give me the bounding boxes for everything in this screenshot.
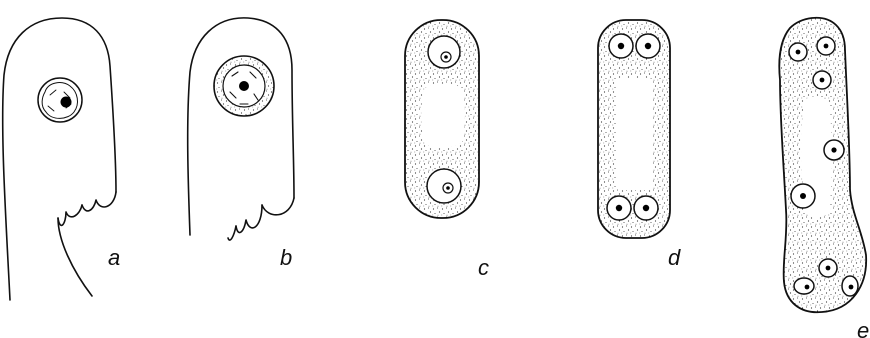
panel-c-label: c xyxy=(478,255,489,280)
panel-d: d xyxy=(598,20,681,270)
panel-d-nucleolus-4 xyxy=(643,205,649,211)
panel-d-nucleolus-1 xyxy=(618,43,624,49)
panel-c-nucleolus-bottom xyxy=(446,186,450,190)
panel-b-appendage-mid xyxy=(236,205,262,233)
panel-d-vacuole xyxy=(616,78,652,190)
panel-c: c xyxy=(405,20,489,280)
panel-c-nucleolus-top xyxy=(444,55,448,59)
panel-a-label: a xyxy=(108,245,120,270)
panel-a-tube-lower-edge xyxy=(58,218,92,296)
panel-e-label: e xyxy=(857,318,869,338)
panel-a-nucleolus xyxy=(61,97,72,108)
panel-b-appendage-right xyxy=(262,198,294,215)
panel-e-nucleus-7 xyxy=(794,278,814,294)
panel-b-tube-outline xyxy=(188,18,294,235)
panel-b-nucleolus xyxy=(239,81,249,91)
panel-a-appendage-left xyxy=(58,205,82,225)
panel-c-vacuole xyxy=(421,84,465,149)
panel-a-appendage-right xyxy=(82,192,116,211)
panel-b-label: b xyxy=(280,245,292,270)
panel-d-label: d xyxy=(668,245,681,270)
panel-a-nucleus-outer xyxy=(38,78,82,122)
panel-e-nucleolus-2 xyxy=(824,44,829,49)
panel-d-nucleolus-2 xyxy=(645,43,651,49)
panel-e-nucleolus-3 xyxy=(820,78,825,83)
panel-e-nucleolus-4 xyxy=(831,147,836,152)
panel-b: b xyxy=(188,18,294,270)
panel-e-nucleolus-1 xyxy=(796,50,801,55)
panel-e-nucleolus-5 xyxy=(800,193,806,199)
panel-e-nucleolus-8 xyxy=(849,285,854,290)
panel-a-tube-outline xyxy=(3,18,116,300)
panel-e: e xyxy=(779,18,869,338)
panel-e-nucleolus-7 xyxy=(805,285,810,290)
panel-b-appendage-left xyxy=(228,226,236,240)
panel-a: a xyxy=(3,18,121,300)
panel-d-nucleolus-3 xyxy=(616,205,622,211)
panel-e-nucleolus-6 xyxy=(826,266,831,271)
